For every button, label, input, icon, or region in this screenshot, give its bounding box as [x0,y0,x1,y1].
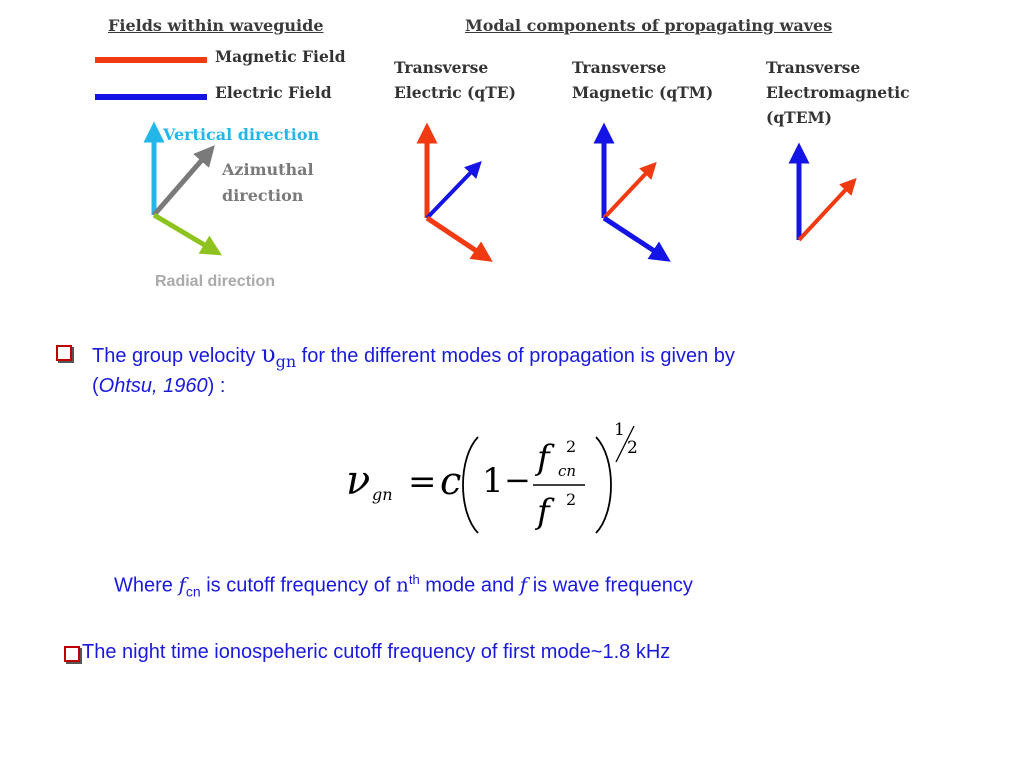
where-n-superscript: th [408,572,420,587]
radial-direction-arrow [152,212,223,256]
mode-qtem-title: Transverse Electromagnetic (qTEM) [766,55,910,130]
eq-minus: − [504,461,531,499]
eq-lhs-nu: ν [346,458,371,504]
eq-one: 1 [482,461,504,501]
bullet-2-text: The night time ionospeheric cutoff frequ… [82,641,671,663]
legend-title: Fields within waveguide [108,16,324,35]
qtm-azimuthal-magnetic-arrow [602,161,657,220]
qte-radial-magnetic-arrow [425,215,493,262]
qtem-azimuthal-magnetic-arrow [797,177,857,242]
azimuthal-direction-label-line2: direction [222,186,304,205]
radial-direction-label: Radial direction [155,273,276,290]
eq-c: c [440,459,462,503]
left-paren [462,436,479,534]
qtm-radial-electric-arrow [602,215,671,262]
bullet-1-marker [56,345,72,366]
azimuthal-direction-label-line1: Azimuthal [222,160,314,179]
mode-qtm-title: Transverse Magnetic (qTM) [572,55,713,105]
qtm-arrows [593,122,671,262]
bullet-1-line1: The group velocity υgn for the different… [92,340,735,371]
bullet-1-text-a: The group velocity [92,345,261,367]
where-f-subscript: cn [185,583,201,600]
bullet-2-marker [64,646,80,667]
direction-reference-arrows [143,121,223,256]
eq-denominator-exponent: 2 [566,490,577,509]
bullet-1-text-b: for the different modes of propagation i… [296,345,735,367]
vertical-direction-label: Vertical direction [163,125,320,144]
eq-equals: = [408,462,437,502]
magnetic-field-label: Magnetic Field [215,47,346,66]
qtem-arrows [788,142,857,242]
eq-denominator-f: f [537,492,550,532]
mode-qtem-line2: Electromagnetic [766,83,910,102]
azimuthal-direction-arrow [152,145,215,217]
mode-qtem-line1: Transverse [766,58,861,77]
qte-arrows [416,122,493,262]
mode-qte-title: Transverse Electric (qTE) [394,55,516,105]
eq-numerator-subscript: cn [558,462,577,480]
mode-qte-line1: Transverse [394,58,489,77]
citation: Ohtsu, 1960 [98,375,208,397]
bullet-1-text-c: ) : [207,375,226,397]
where-text-c: mode and [419,574,520,597]
mode-qtem-line3: (qTEM) [766,108,833,127]
modal-components-title: Modal components of propagating waves [465,16,833,35]
eq-numerator-exponent: 2 [566,437,577,456]
mode-qtm-line1: Transverse [572,58,667,77]
eq-numerator-f: f [537,438,550,478]
where-n: n [395,572,409,597]
bullet-1-paren-open: ( [92,375,99,397]
bullet-1-line2: (Ohtsu, 1960) : [92,375,225,398]
magnetic-field-line [95,57,207,63]
eq-exponent-numerator: 1 [614,420,625,440]
equation-brackets [462,425,635,534]
where-line: Where fcn is cutoff frequency of nth mod… [114,572,693,600]
group-velocity-symbol: υ [260,340,276,368]
group-velocity-subscript: gn [275,352,297,371]
electric-field-label: Electric Field [215,83,332,102]
eq-lhs-subscript: gn [372,485,393,504]
exponent-slash [615,425,635,463]
where-f: f [178,572,186,597]
mode-qte-line2: Electric (qTE) [394,83,516,102]
where-text-b: is cutoff frequency of [200,574,396,597]
where-f2: f [519,572,528,597]
eq-exponent-denominator: 2 [627,438,638,458]
electric-field-line [95,94,207,100]
right-paren [595,436,612,534]
qte-azimuthal-electric-arrow [425,160,482,220]
where-text-a: Where [114,574,179,597]
mode-qtm-line2: Magnetic (qTM) [572,83,714,102]
where-text-d: is wave frequency [527,574,693,597]
